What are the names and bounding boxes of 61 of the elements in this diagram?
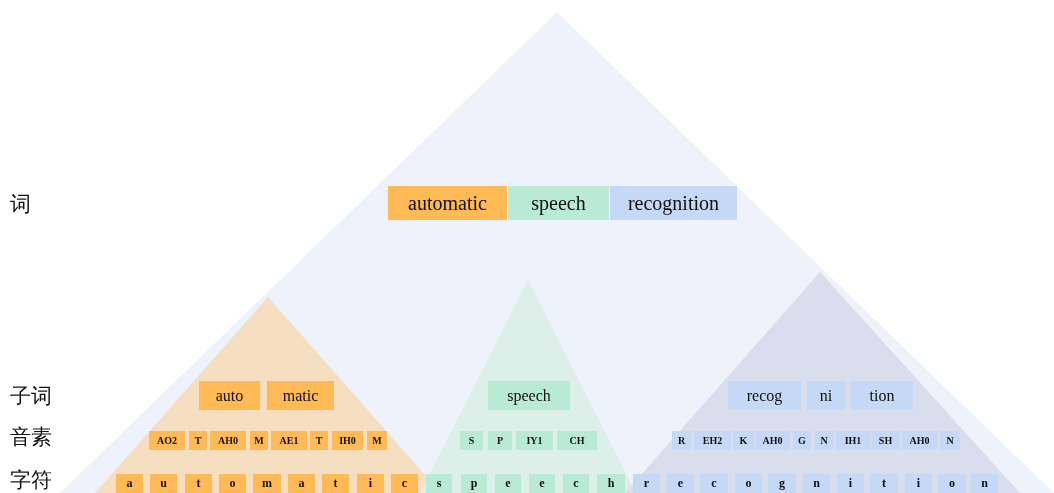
phoneme-tile: IH1 xyxy=(836,431,870,450)
character-tile: a xyxy=(116,474,143,493)
character-tile: c xyxy=(391,474,418,493)
character-tile: e xyxy=(495,474,521,493)
character-tile: s xyxy=(426,474,452,493)
phoneme-tile: AH0 xyxy=(210,431,246,450)
phoneme-tile: S xyxy=(460,431,483,450)
character-tile: n xyxy=(971,474,998,493)
phoneme-tile: CH xyxy=(557,431,597,450)
phoneme-tile: AH0 xyxy=(755,431,790,450)
character-tile: o xyxy=(938,474,966,493)
character-tile: h xyxy=(597,474,625,493)
phoneme-tile: P xyxy=(488,431,512,450)
character-tile: u xyxy=(150,474,177,493)
word-tile: speech xyxy=(508,186,609,220)
character-tile: t xyxy=(322,474,349,493)
character-tile: i xyxy=(905,474,932,493)
subword-tile: ni xyxy=(807,381,845,410)
phoneme-tile: G xyxy=(793,431,811,450)
phoneme-tile: T xyxy=(189,431,207,450)
phoneme-tile: IH0 xyxy=(332,431,363,450)
character-tile: n xyxy=(803,474,830,493)
phoneme-tile: R xyxy=(672,431,691,450)
phoneme-tile: M xyxy=(250,431,268,450)
character-tile: a xyxy=(288,474,315,493)
character-tile: i xyxy=(837,474,864,493)
character-tile: m xyxy=(253,474,281,493)
word-tile: automatic xyxy=(388,186,507,220)
character-tile: c xyxy=(563,474,589,493)
character-tile: c xyxy=(700,474,728,493)
phoneme-tile: M xyxy=(367,431,387,450)
character-tile: o xyxy=(735,474,762,493)
level-label: 词 xyxy=(10,192,31,216)
phoneme-tile: IY1 xyxy=(516,431,553,450)
phoneme-tile: AO2 xyxy=(149,431,185,450)
character-tile: r xyxy=(633,474,660,493)
phoneme-tile: N xyxy=(940,431,960,450)
character-tile: t xyxy=(870,474,898,493)
character-tile: e xyxy=(667,474,694,493)
subword-tile: tion xyxy=(851,381,913,410)
character-tile: t xyxy=(185,474,212,493)
subword-tile: recog xyxy=(728,381,801,410)
phoneme-tile: SH xyxy=(871,431,900,450)
phoneme-tile: AE1 xyxy=(271,431,307,450)
word-tile: recognition xyxy=(610,186,737,220)
level-label: 字符 xyxy=(10,468,52,492)
character-tile: e xyxy=(529,474,555,493)
phoneme-tile: N xyxy=(815,431,833,450)
phoneme-tile: K xyxy=(733,431,754,450)
level-label: 子词 xyxy=(10,384,52,408)
phoneme-tile: EH2 xyxy=(694,431,731,450)
level-label: 音素 xyxy=(10,425,52,449)
subword-tile: speech xyxy=(488,381,570,410)
character-tile: g xyxy=(768,474,796,493)
phoneme-tile: AH0 xyxy=(902,431,937,450)
subword-tile: auto xyxy=(199,381,260,410)
character-tile: i xyxy=(357,474,384,493)
subword-tile: matic xyxy=(267,381,334,410)
character-tile: o xyxy=(219,474,246,493)
character-tile: p xyxy=(461,474,487,493)
phoneme-tile: T xyxy=(310,431,328,450)
